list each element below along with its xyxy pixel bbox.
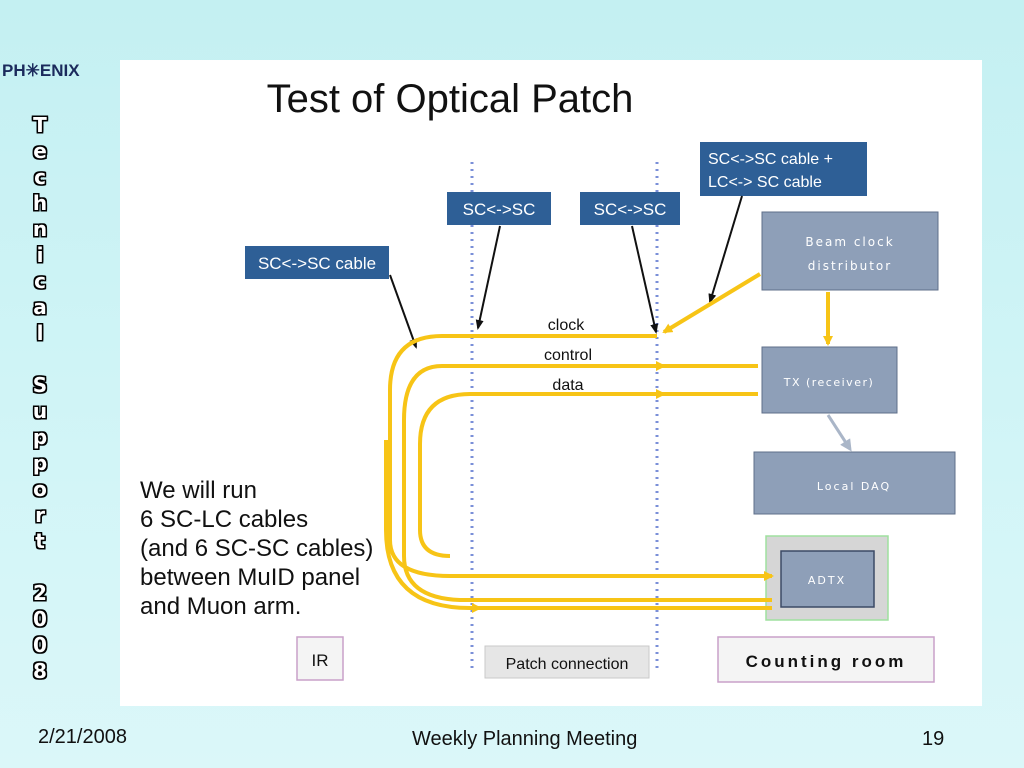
side-title-char: l xyxy=(36,321,44,345)
cable-return xyxy=(384,440,772,610)
tx-label: TX (receiver) xyxy=(783,376,875,389)
signal-control: control xyxy=(544,347,592,364)
cable-clock xyxy=(388,334,774,581)
side-title-char: p xyxy=(32,451,48,475)
callout-sc-sc-right xyxy=(580,192,680,225)
side-title-char: p xyxy=(32,425,48,449)
tx-box xyxy=(761,346,898,414)
callout-sc-lc-line1: SC<->SC cable + xyxy=(708,151,833,168)
pointer-sc-lc-cable xyxy=(708,195,743,304)
logo-text: PH✳ENIX xyxy=(2,61,80,80)
callout-sc-lc-cable xyxy=(700,142,867,196)
callout-sc-sc-cable-label: SC<->SC cable xyxy=(258,254,376,273)
side-title-char: 2 xyxy=(33,581,47,605)
cables xyxy=(384,272,774,613)
footer-date: 2/21/2008 xyxy=(38,726,127,748)
pointer-sc-sc-cable xyxy=(389,274,418,349)
side-title-char: S xyxy=(32,373,48,397)
tx-to-daq-arrow xyxy=(826,414,852,452)
side-title-char: 0 xyxy=(33,607,47,631)
callout-sc-sc-left xyxy=(447,192,551,225)
slide-image: Test of Optical Patch SC<->SC cable SC<-… xyxy=(120,60,982,706)
callout-sc-sc-left-label: SC<->SC xyxy=(463,200,536,219)
side-title-char: t xyxy=(35,529,45,553)
local-daq-box xyxy=(753,451,956,515)
side-title-char: 8 xyxy=(33,659,47,683)
adtx-box xyxy=(780,550,875,608)
footer-title: Weekly Planning Meeting xyxy=(412,728,638,750)
cable-data xyxy=(418,392,758,558)
side-title-char: c xyxy=(34,165,46,189)
beam-clock-box xyxy=(761,211,939,291)
pointer-sc-sc-left xyxy=(475,225,501,330)
beam-clock-line1: Beam clock xyxy=(805,235,894,249)
side-title-char xyxy=(18,554,62,580)
diagram-title: Test of Optical Patch xyxy=(267,77,634,121)
beam-clock-line2: distributor xyxy=(808,259,892,273)
note-block: We will run 6 SC-LC cables (and 6 SC-SC … xyxy=(137,474,380,623)
side-title-char: u xyxy=(32,399,48,423)
side-title-char: T xyxy=(33,113,47,137)
note-line-3: (and 6 SC-SC cables) xyxy=(140,535,373,562)
side-title-char: i xyxy=(36,243,44,267)
callout-sc-lc-line2: LC<-> SC cable xyxy=(708,174,822,191)
svg-text:We will run 6 SC-LC ca: We will run 6 SC-LC cables (and 6 SC-SC … xyxy=(140,477,380,620)
side-title-char: c xyxy=(34,269,46,293)
side-title-char: n xyxy=(32,217,48,241)
region-patch xyxy=(484,645,650,679)
phenix-logo: PH✳ENIX xyxy=(2,52,98,82)
signal-clock: clock xyxy=(548,317,585,334)
side-title-char: h xyxy=(32,191,48,215)
region-counting xyxy=(717,636,935,683)
side-title-char: e xyxy=(33,139,47,163)
note-line-4: between MuID panel xyxy=(140,564,360,591)
side-title-char xyxy=(18,346,62,372)
optical-patch-diagram: Test of Optical Patch SC<->SC cable SC<-… xyxy=(137,77,956,683)
adtx-label: ADTX xyxy=(808,574,846,587)
cable-clock-feed xyxy=(662,272,762,334)
side-title-char: a xyxy=(33,295,47,319)
note-line-1: We will run xyxy=(140,477,257,504)
local-daq-label: Local DAQ xyxy=(817,480,891,493)
side-title-char: o xyxy=(33,477,47,501)
region-ir-label: IR xyxy=(312,651,329,670)
region-ir xyxy=(296,636,344,681)
signal-data: data xyxy=(552,377,583,394)
note-line-5: and Muon arm. xyxy=(140,593,301,620)
side-title-char: 0 xyxy=(33,633,47,657)
region-counting-label: Counting room xyxy=(746,652,907,671)
note-line-2: 6 SC-LC cables xyxy=(140,506,308,533)
pointer-sc-sc-right xyxy=(631,225,659,334)
footer-page-number: 19 xyxy=(922,728,945,750)
side-title-char: r xyxy=(35,503,45,527)
callout-sc-sc-cable xyxy=(245,246,389,279)
region-patch-label: Patch connection xyxy=(506,656,629,673)
cable-control xyxy=(402,364,772,602)
callout-sc-sc-right-label: SC<->SC xyxy=(594,200,667,219)
